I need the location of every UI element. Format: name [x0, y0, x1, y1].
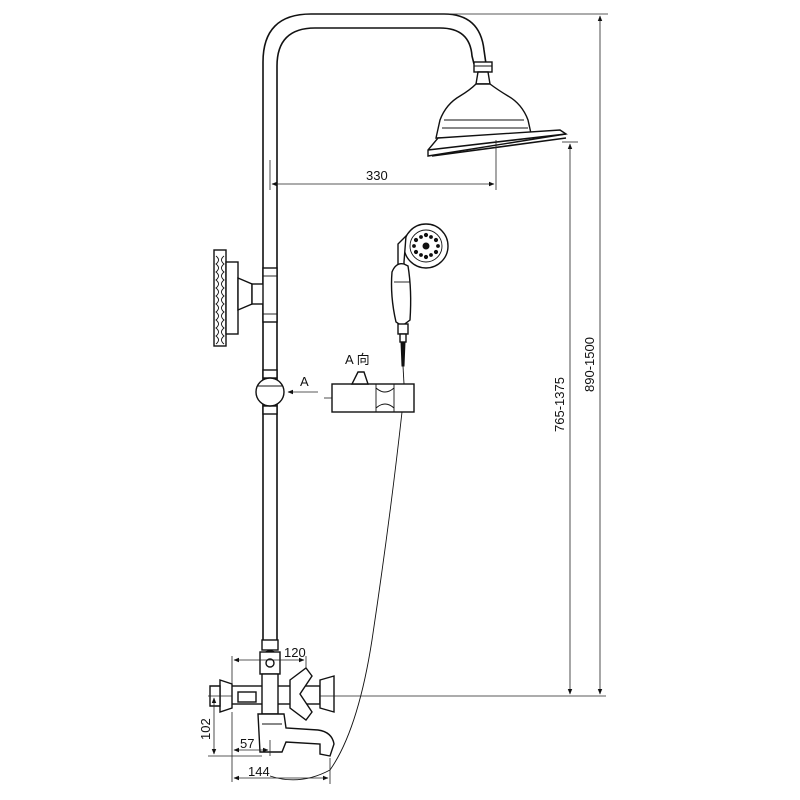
dimension-total-height: 890-1500 — [430, 13, 608, 695]
dim-text-total-height: 890-1500 — [582, 337, 597, 392]
mixer-valve — [209, 639, 335, 721]
dimension-spout-length: 144 — [233, 758, 331, 784]
dim-text-handset-height: 765-1375 — [552, 377, 567, 432]
dimension-inlet-height: 102 — [198, 695, 262, 757]
bath-spout — [257, 713, 335, 757]
hand-shower — [390, 223, 449, 367]
dim-text-mixer-width: 120 — [284, 645, 306, 660]
holder-detail-view: A 向 — [324, 352, 415, 413]
rain-shower-head — [427, 61, 568, 157]
dimension-spout-offset: 57 — [231, 712, 271, 782]
dimension-arm-reach: 330 — [269, 140, 497, 190]
view-arrow-a: A — [287, 374, 318, 395]
shower-hose — [269, 365, 405, 781]
dimension-handset-height: 765-1375 — [552, 141, 578, 695]
dim-text-spout-offset: 57 — [240, 736, 254, 751]
dim-text-arm-reach: 330 — [366, 168, 388, 183]
dim-text-inlet-height: 102 — [198, 718, 213, 740]
riser-pipe — [262, 13, 487, 640]
dim-text-spout-length: 144 — [248, 764, 270, 779]
dimension-mixer-width: 120 — [231, 645, 307, 684]
slide-holder — [255, 369, 285, 415]
view-arrow-letter: A — [300, 374, 309, 389]
wall-bracket — [213, 249, 278, 347]
view-direction-caption: A 向 — [345, 352, 370, 367]
